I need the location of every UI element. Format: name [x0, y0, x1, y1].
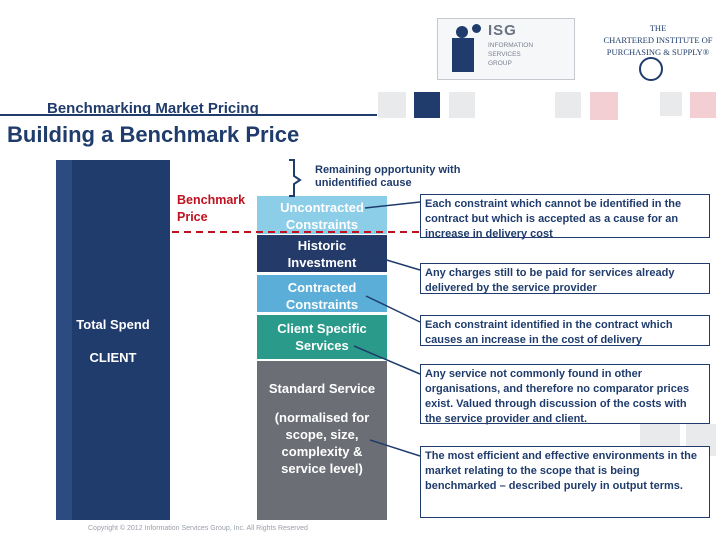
- connector-uncontracted: [364, 201, 421, 209]
- isg-logo-mark: [456, 26, 468, 38]
- total-spend-column: [56, 160, 170, 520]
- header-divider: [0, 114, 377, 116]
- callout-uncontracted-constraints: Each constraint which cannot be identifi…: [420, 194, 710, 240]
- copyright-notice: Copyright © 2012 Information Services Gr…: [88, 525, 308, 532]
- decor-square: [378, 92, 406, 118]
- benchmark-price-label: Benchmark Price: [177, 193, 246, 224]
- callout-historic-investment: Any charges still to be paid for service…: [420, 263, 710, 294]
- connector-contracted: [365, 295, 421, 323]
- decor-square: [590, 92, 618, 120]
- slide-subtitle: Benchmarking Market Pricing: [47, 100, 259, 117]
- remaining-opportunity-note: Remaining opportunity with unidentified …: [315, 164, 461, 189]
- segment-standard-service: Standard Service (normalised for scope, …: [257, 360, 387, 520]
- connector-client-specific: [353, 345, 421, 375]
- isg-logo-name: ISG: [488, 22, 517, 39]
- decor-square: [449, 92, 475, 118]
- cips-logo: THE CHARTERED INSTITUTE OF PURCHASING & …: [603, 23, 713, 57]
- callout-contracted-constraints: Each constraint identified in the contra…: [420, 315, 710, 346]
- cips-seal-icon: [639, 57, 663, 81]
- remaining-opportunity-brace: [289, 159, 302, 197]
- isg-logo-subtitle: INFORMATION SERVICES GROUP: [488, 42, 534, 67]
- connector-standard: [369, 439, 421, 457]
- callout-client-specific-services: Any service not commonly found in other …: [420, 364, 710, 425]
- total-spend-label: Total Spend: [76, 317, 150, 332]
- decor-square: [690, 92, 716, 118]
- decor-square: [555, 92, 581, 118]
- isg-logo-mark: [452, 38, 474, 72]
- client-label: CLIENT: [89, 350, 137, 365]
- connector-historic: [359, 251, 421, 271]
- callout-standard-service: The most efficient and effective environ…: [420, 446, 710, 518]
- slide-title: Building a Benchmark Price: [7, 122, 300, 147]
- isg-logo-mark: [472, 24, 481, 33]
- decor-square: [660, 92, 682, 116]
- decor-square: [414, 92, 440, 118]
